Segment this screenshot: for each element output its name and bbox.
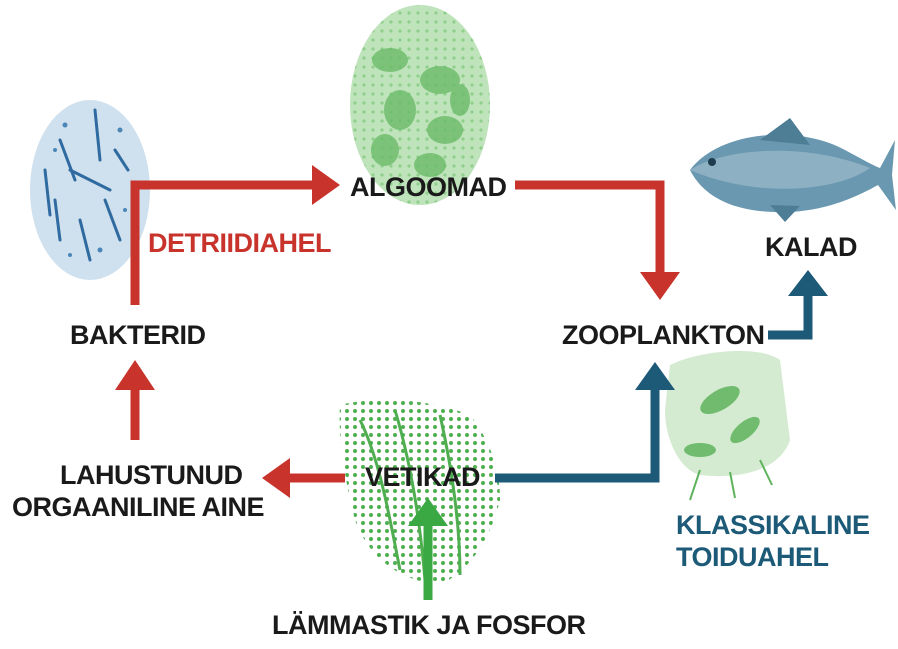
zooplankton-icon xyxy=(665,351,790,500)
label-detriidiahel: DETRIIDIAHEL xyxy=(148,228,331,258)
label-lahustunud-line2: ORGAANILINE AINE xyxy=(12,492,264,522)
label-zooplankton: ZOOPLANKTON xyxy=(562,320,765,350)
arrowhead-kalad xyxy=(788,270,828,296)
arrowhead-dom xyxy=(262,458,290,498)
arrowhead-algoomad xyxy=(312,165,340,205)
algoomad-to-zooplankton-arrow xyxy=(515,185,660,285)
label-lammastik: LÄMMASTIK JA FOSFOR xyxy=(272,610,586,640)
arrowhead-zooplankton xyxy=(640,272,680,300)
label-klassikaline: KLASSIKALINE xyxy=(676,510,870,540)
label-algoomad: ALGOOMAD xyxy=(350,172,506,202)
seaweed-icon xyxy=(340,400,500,585)
arrowhead-bakterid xyxy=(115,360,155,390)
label-bakterid: BAKTERID xyxy=(70,320,206,350)
label-vetikad: VETIKAD xyxy=(365,462,480,492)
fish-icon xyxy=(690,118,896,222)
zooplankton-to-kalad-arrow xyxy=(768,290,808,335)
label-kalad: KALAD xyxy=(765,232,857,262)
vetikad-to-zooplankton-arrow xyxy=(495,385,655,478)
label-toiduahel: TOIDUAHEL xyxy=(676,542,829,572)
label-lahustunud-line1: LAHUSTUNUD xyxy=(60,460,242,490)
